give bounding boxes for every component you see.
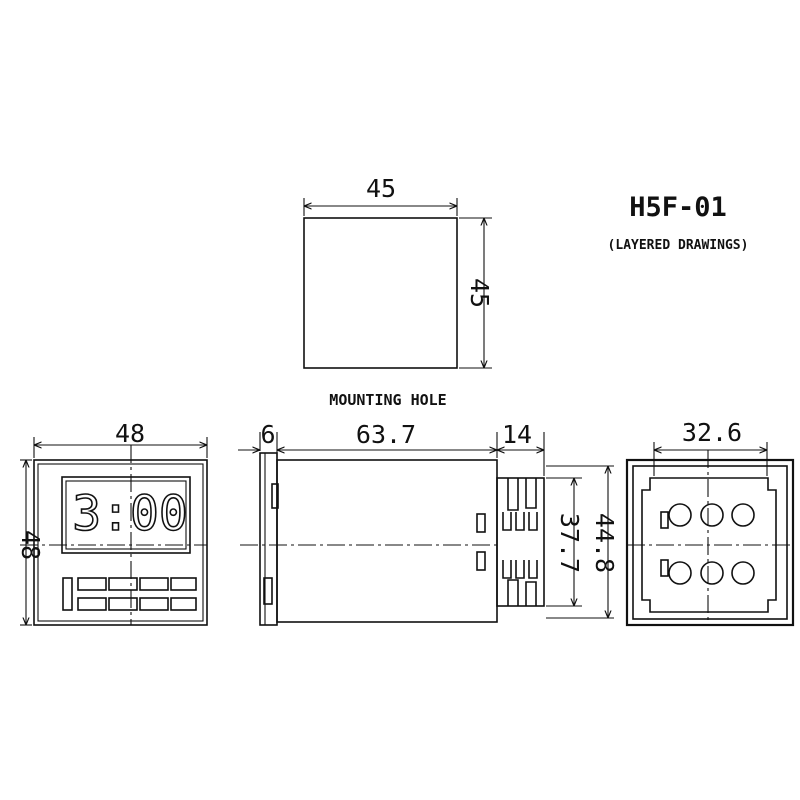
- rear-width-dim: 32.6: [682, 418, 742, 447]
- rear-view: 32.6: [625, 418, 795, 627]
- screw-terminal: [668, 503, 692, 527]
- front-button: [77, 597, 107, 611]
- mounting-hole-width-dim: 45: [366, 174, 396, 203]
- timer-display-readout: 3:00: [72, 486, 188, 542]
- side-body-depth-dim: 63.7: [356, 420, 416, 449]
- front-view: 3:00 48 48: [16, 419, 208, 626]
- screw-terminal: [700, 503, 724, 527]
- front-button: [139, 577, 169, 591]
- mounting-hole-view: 45 45 MOUNTING HOLE: [303, 174, 494, 409]
- front-button: [139, 597, 169, 611]
- side-inner-height-dim: 37.7: [555, 513, 584, 573]
- side-terminal-depth-dim: 14: [502, 420, 532, 449]
- front-button: [108, 577, 138, 591]
- side-view: 6 63.7 14 37.7 44.8: [238, 420, 619, 626]
- screw-terminal: [668, 561, 692, 585]
- screw-terminal: [731, 561, 755, 585]
- mounting-hole-label: MOUNTING HOLE: [329, 391, 446, 409]
- side-outer-height-dim: 44.8: [590, 513, 619, 573]
- front-button: [77, 577, 107, 591]
- side-front-depth-dim: 6: [260, 420, 275, 449]
- mounting-hole-height-dim: 45: [465, 278, 494, 308]
- drawing-subtitle: (LAYERED DRAWINGS): [608, 238, 749, 253]
- screw-terminal: [700, 561, 724, 585]
- front-width-dim: 48: [115, 419, 145, 448]
- front-button: [170, 577, 197, 591]
- drawing-title: H5F-01: [629, 192, 727, 223]
- front-button-side: [62, 577, 73, 611]
- front-button: [108, 597, 138, 611]
- front-height-dim: 48: [16, 530, 45, 560]
- front-button: [170, 597, 197, 611]
- screw-terminal: [731, 503, 755, 527]
